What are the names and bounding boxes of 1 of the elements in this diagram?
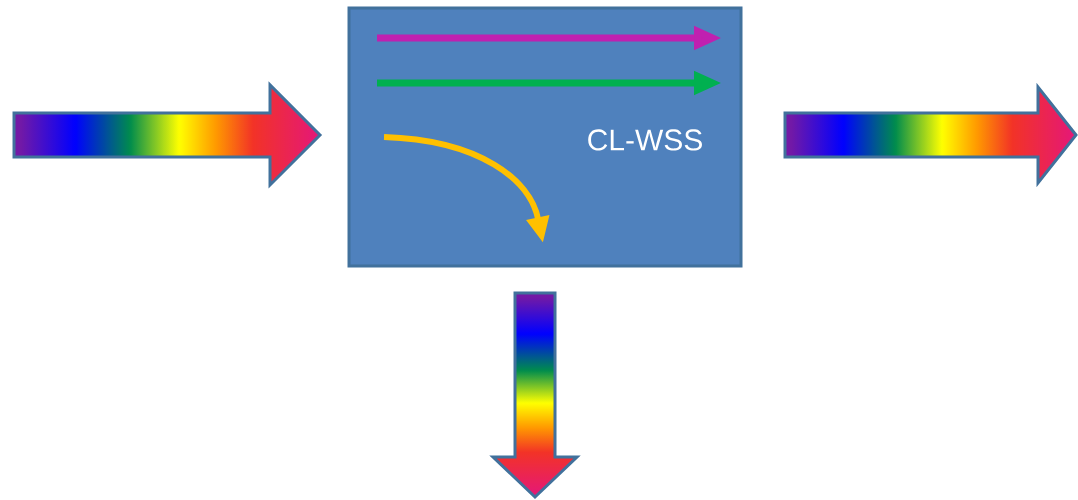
process-box: CL-WSS [347, 6, 743, 268]
